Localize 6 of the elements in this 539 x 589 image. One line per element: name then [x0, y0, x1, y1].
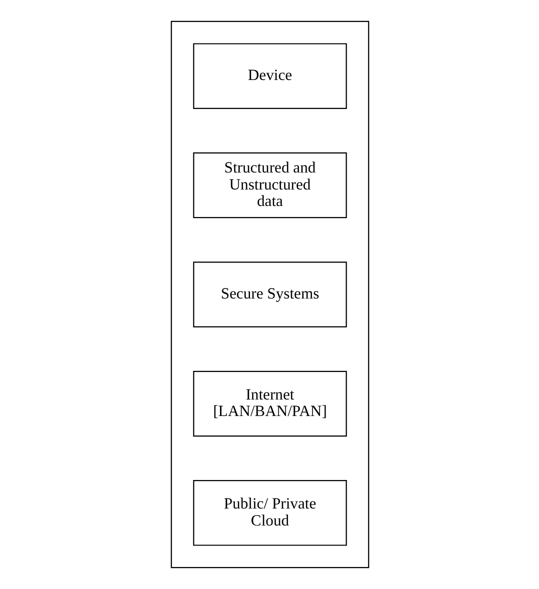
node-box: Public/ Private Cloud	[192, 480, 346, 546]
node-box: Secure Systems	[192, 262, 346, 328]
node-box: Device	[192, 43, 346, 109]
node-box: Internet [LAN/BAN/PAN]	[192, 370, 346, 437]
cluster	[170, 20, 369, 568]
node-box: Structured and Unstructured data	[192, 152, 346, 218]
